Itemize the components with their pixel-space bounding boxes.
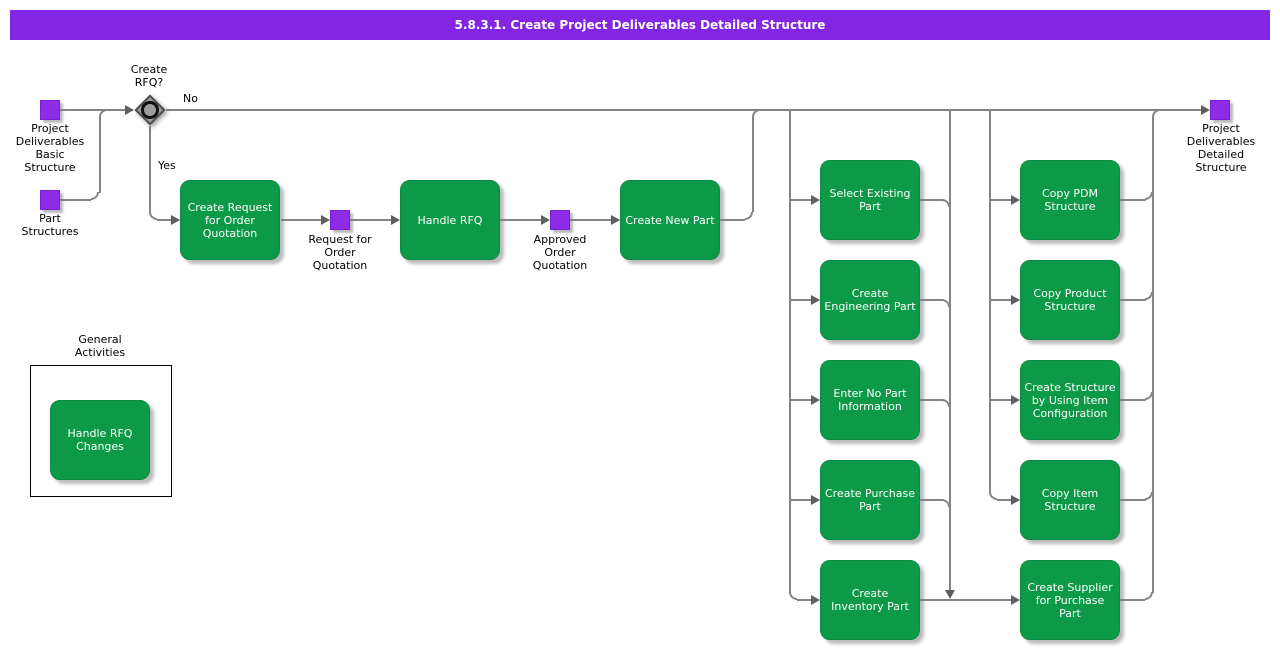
flow-corner <box>1152 109 1160 117</box>
flow-line <box>791 199 811 201</box>
activity-create-new-part[interactable]: Create New Part <box>620 180 720 260</box>
activity-copy-product-structure[interactable]: Copy Product Structure <box>1020 260 1120 340</box>
artifact-request-for-order-quotation[interactable] <box>330 210 350 230</box>
flow-line <box>791 399 811 401</box>
arrowhead <box>1011 495 1020 505</box>
flow-line <box>920 599 1011 601</box>
activity-handle-rfq-changes[interactable]: Handle RFQ Changes <box>50 400 150 480</box>
flow-line <box>281 219 321 221</box>
flow-line <box>99 116 101 193</box>
flow-corner <box>989 492 997 500</box>
gateway-circle-icon <box>137 97 163 123</box>
diagram-title-banner: 5.8.3.1. Create Project Deliverables Det… <box>10 10 1270 40</box>
activity-create-supplier-for-purchase-part[interactable]: Create Supplier for Purchase Part <box>1020 560 1120 640</box>
flow-corner <box>789 592 797 600</box>
arrowhead <box>811 295 820 305</box>
arrowhead <box>811 195 820 205</box>
arrowhead <box>1011 395 1020 405</box>
flow-line <box>570 219 611 221</box>
flow-corner <box>942 399 950 407</box>
arrowhead <box>171 215 180 225</box>
artifact-label: Approved Order Quotation <box>532 233 588 272</box>
flow-line <box>350 219 391 221</box>
flow-corner <box>91 192 99 200</box>
flow-line <box>1120 399 1146 401</box>
general-activities-label: General Activities <box>74 333 126 359</box>
arrowhead-down <box>945 590 955 599</box>
activity-create-engineering-part[interactable]: Create Engineering Part <box>820 260 920 340</box>
activity-create-purchase-part[interactable]: Create Purchase Part <box>820 460 920 540</box>
arrowhead <box>1011 195 1020 205</box>
arrowhead <box>811 495 820 505</box>
branch-label-yes: Yes <box>158 159 176 172</box>
flow-line <box>949 110 951 590</box>
flow-corner <box>149 212 157 220</box>
flow-line <box>789 110 791 592</box>
artifact-project-deliverables-detailed-structure[interactable] <box>1210 100 1230 120</box>
activity-create-inventory-part[interactable]: Create Inventory Part <box>820 560 920 640</box>
flow-corner <box>752 109 760 117</box>
activity-copy-pdm-structure[interactable]: Copy PDM Structure <box>1020 160 1120 240</box>
arrowhead <box>125 105 134 115</box>
artifact-label: Project Deliverables Basic Structure <box>15 122 85 174</box>
arrowhead <box>321 215 330 225</box>
arrowhead <box>1201 105 1210 115</box>
decision-gateway-create-rfq <box>134 94 166 126</box>
artifact-approved-order-quotation[interactable] <box>550 210 570 230</box>
flow-line <box>1120 499 1146 501</box>
arrowhead <box>1011 295 1020 305</box>
flow-line <box>791 499 811 501</box>
arrowhead <box>1011 595 1020 605</box>
flow-line <box>991 399 1011 401</box>
activity-enter-no-part-information[interactable]: Enter No Part Information <box>820 360 920 440</box>
arrowhead <box>391 215 400 225</box>
flow-line <box>797 599 811 601</box>
flow-line <box>920 499 943 501</box>
flow-line <box>149 126 151 212</box>
flow-line <box>991 299 1011 301</box>
flow-line <box>1152 117 1154 593</box>
flow-corner <box>1145 592 1153 600</box>
activity-handle-rfq[interactable]: Handle RFQ <box>400 180 500 260</box>
flow-line <box>997 499 1011 501</box>
arrowhead <box>811 595 820 605</box>
flow-corner <box>99 109 107 117</box>
activity-create-structure-by-using-item-configuration[interactable]: Create Structure by Using Item Configura… <box>1020 360 1120 440</box>
flow-corner <box>942 199 950 207</box>
artifact-label: Part Structures <box>21 212 79 238</box>
artifact-label: Request for Order Quotation <box>308 233 372 272</box>
flow-line <box>166 109 1201 111</box>
flow-line <box>1120 199 1146 201</box>
decision-label: Create RFQ? <box>130 63 168 89</box>
branch-label-no: No <box>183 92 198 105</box>
artifact-part-structures[interactable] <box>40 190 60 210</box>
page-title: 5.8.3.1. Create Project Deliverables Det… <box>454 18 826 32</box>
flow-line <box>920 399 943 401</box>
arrowhead <box>611 215 620 225</box>
arrowhead <box>541 215 550 225</box>
flow-line <box>500 219 541 221</box>
flow-line <box>791 299 811 301</box>
flow-line <box>60 199 91 201</box>
flow-line <box>720 219 745 221</box>
flow-line <box>1120 599 1145 601</box>
flow-corner <box>942 299 950 307</box>
gateway-diamond-icon <box>134 94 166 126</box>
activity-create-request-for-order-quotation[interactable]: Create Request for Order Quotation <box>180 180 280 260</box>
flow-line <box>920 299 943 301</box>
flow-line <box>989 110 991 492</box>
artifact-project-deliverables-basic-structure[interactable] <box>40 100 60 120</box>
flow-line <box>157 219 171 221</box>
artifact-label: Project Deliverables Detailed Structure <box>1186 122 1256 174</box>
activity-select-existing-part[interactable]: Select Existing Part <box>820 160 920 240</box>
flow-line <box>991 199 1011 201</box>
arrowhead <box>811 395 820 405</box>
flow-line <box>1120 299 1146 301</box>
flow-line <box>920 199 943 201</box>
flow-line <box>60 109 125 111</box>
flow-corner <box>745 212 753 220</box>
activity-copy-item-structure[interactable]: Copy Item Structure <box>1020 460 1120 540</box>
flow-corner <box>942 499 950 507</box>
flow-line <box>752 117 754 212</box>
